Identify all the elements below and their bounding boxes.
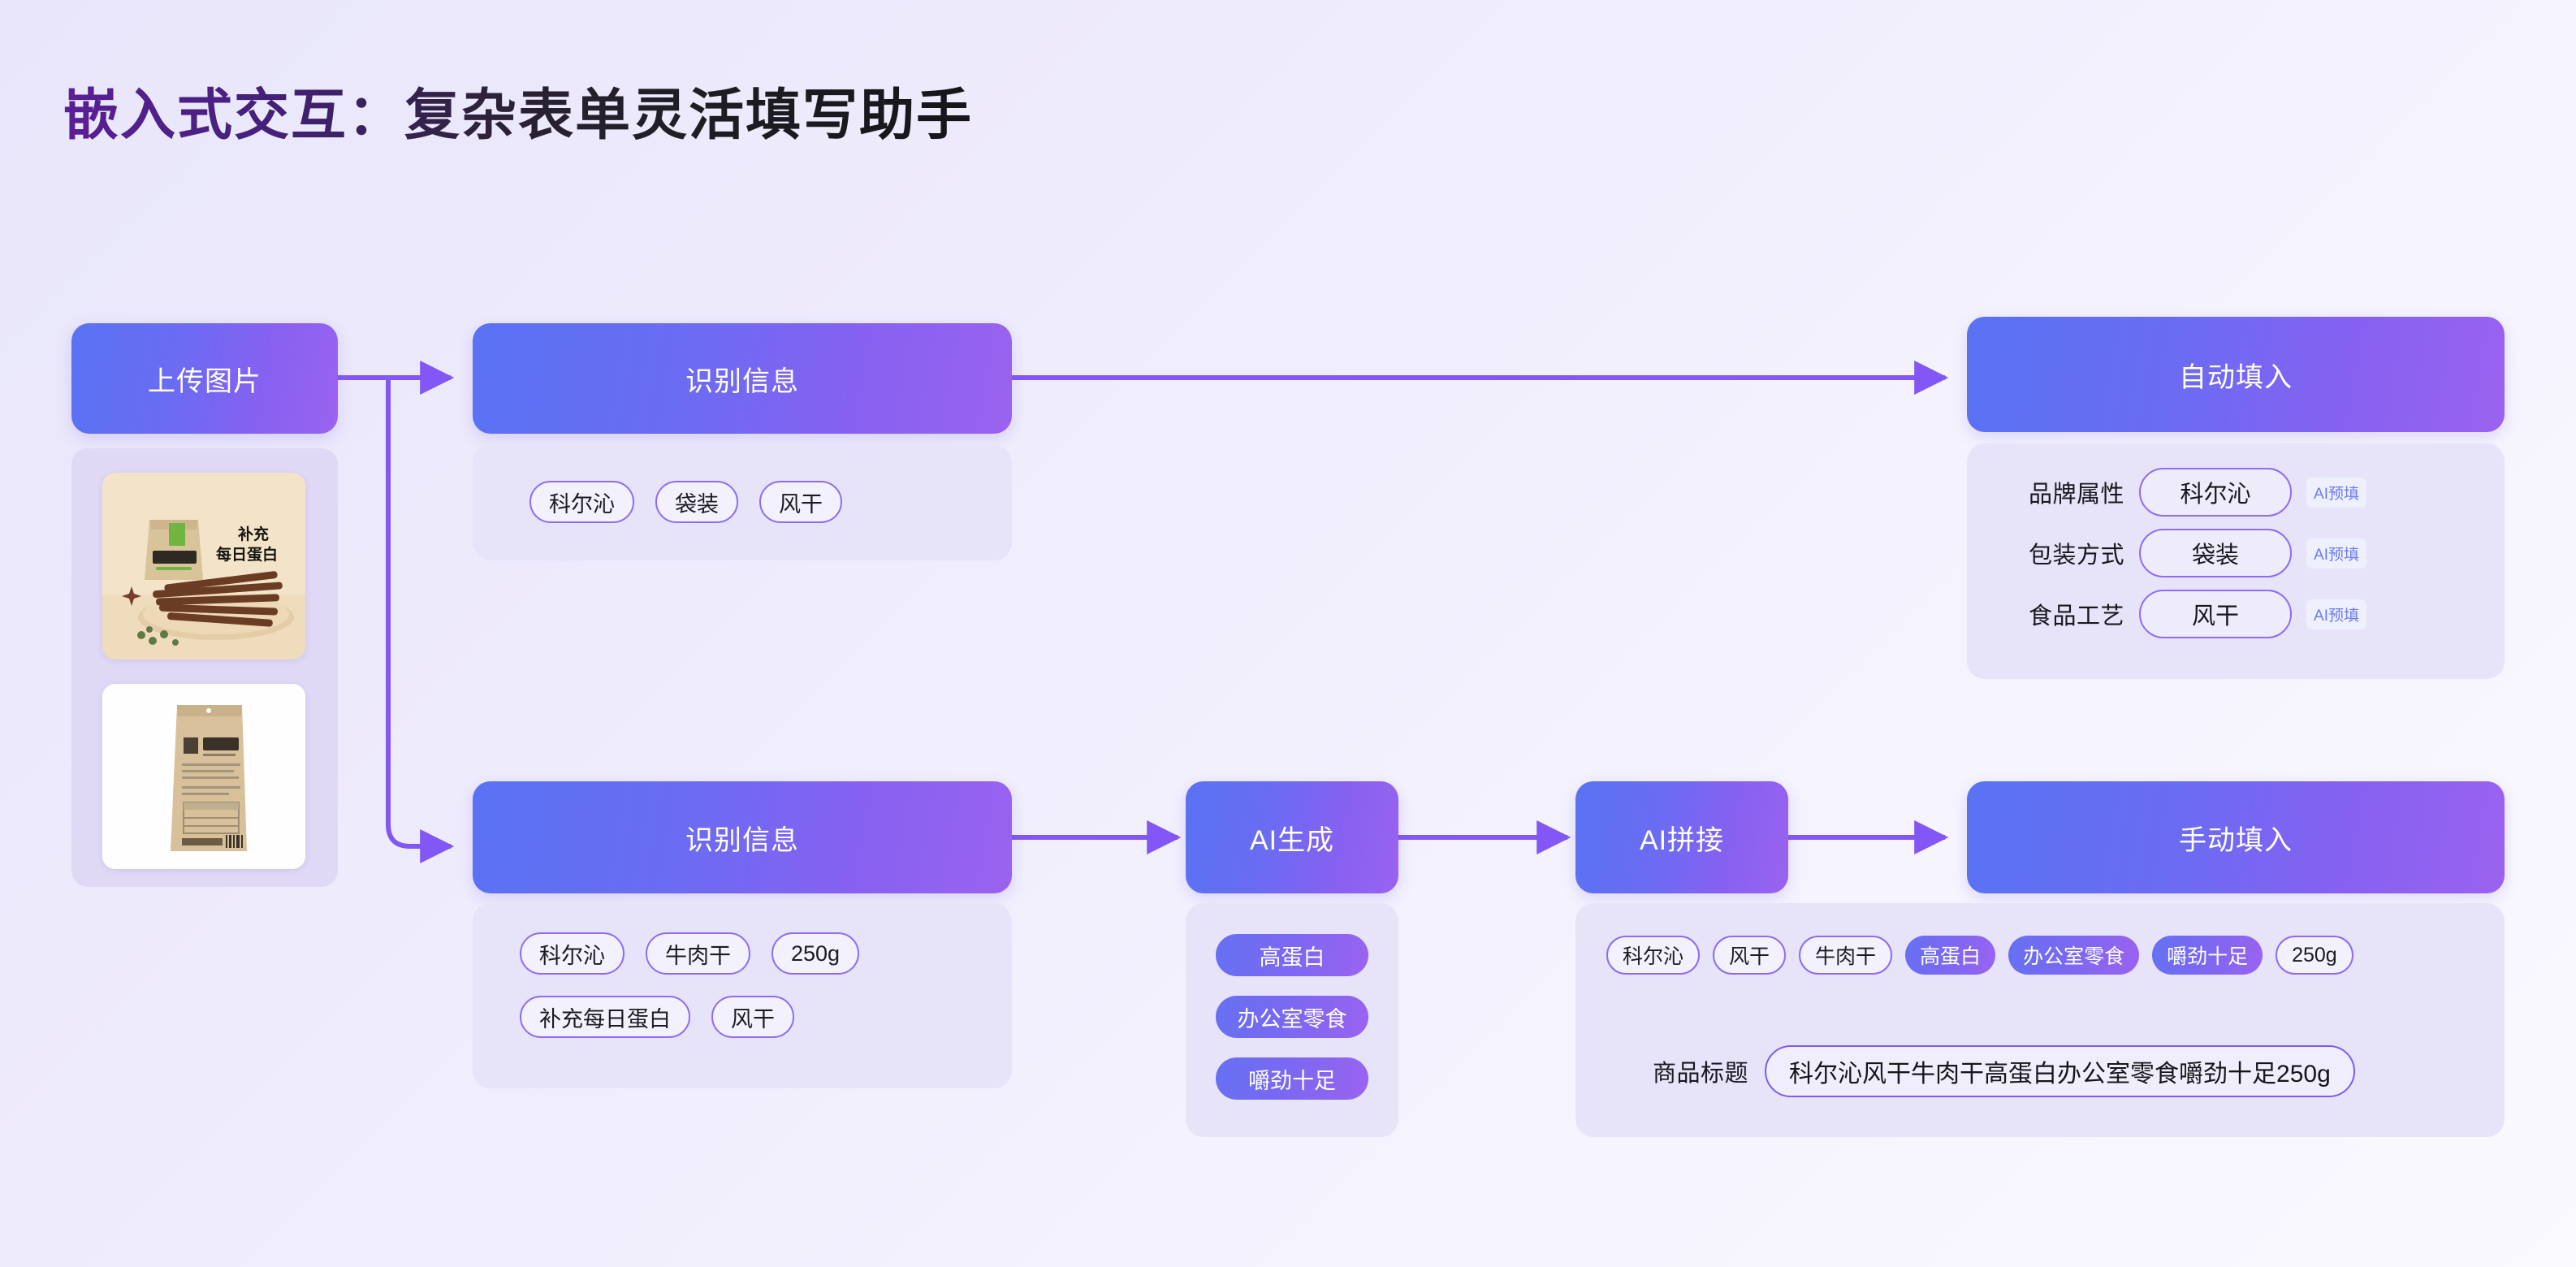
recognize-top-tag-list: 科尔沁袋装风干 [529, 481, 1001, 523]
form-value-process[interactable]: 风干 [2139, 590, 2293, 638]
tag-pill[interactable]: 风干 [711, 996, 794, 1038]
node-manual-fill[interactable]: 手动填入 [1967, 781, 2505, 893]
product-title-label: 商品标题 [1653, 1061, 1749, 1087]
tag-pill[interactable]: 250g [2276, 936, 2353, 975]
node-ai-generate[interactable]: AI生成 [1186, 781, 1398, 893]
tag-pill[interactable]: 办公室零食 [2008, 936, 2140, 975]
ai-prefill-badge-process: AI预填 [2306, 599, 2366, 629]
node-auto-fill[interactable]: 自动填入 [1967, 317, 2505, 432]
form-row-packaging: 包装方式 袋装 AI预填 [2029, 529, 2366, 577]
node-recognize-top[interactable]: 识别信息 [473, 323, 1012, 434]
tag-pill[interactable]: 高蛋白 [1905, 936, 1996, 975]
hero-caption-line2: 每日蛋白 [216, 545, 278, 564]
form-row-process: 食品工艺 风干 AI预填 [2029, 590, 2366, 638]
node-upload-image-label: 上传图片 [148, 365, 261, 397]
ai-prefill-badge-brand: AI预填 [2306, 477, 2366, 508]
tag-pill[interactable]: 科尔沁 [1606, 936, 1701, 975]
tag-pill[interactable]: 牛肉干 [1799, 936, 1893, 975]
tag-pill[interactable]: 牛肉干 [646, 932, 750, 975]
tag-pill[interactable]: 袋装 [655, 481, 738, 523]
tag-pill[interactable]: 高蛋白 [1216, 934, 1368, 976]
node-ai-generate-label: AI生成 [1249, 824, 1335, 856]
tag-pill[interactable]: 科尔沁 [520, 932, 625, 975]
ai-prefill-badge-packaging: AI预填 [2306, 538, 2366, 569]
tag-pill[interactable]: 办公室零食 [1216, 996, 1368, 1038]
node-recognize-bottom-label: 识别信息 [685, 824, 799, 856]
node-auto-fill-label: 自动填入 [2179, 361, 2293, 393]
manual-fill-tag-list: 科尔沁风干牛肉干高蛋白办公室零食嚼劲十足 250g [1606, 936, 2483, 975]
page-title: 嵌入式交互：复杂表单灵活填写助手 [63, 70, 973, 150]
product-title-input[interactable]: 科尔沁风干牛肉干高蛋白办公室零食嚼劲十足250g [1765, 1045, 2355, 1097]
product-hero-image[interactable]: 补充 每日蛋白 [102, 473, 305, 659]
node-recognize-top-label: 识别信息 [685, 365, 799, 397]
form-value-brand[interactable]: 科尔沁 [2139, 468, 2293, 517]
tag-pill[interactable]: 250g [772, 932, 860, 975]
node-ai-concat[interactable]: AI拼接 [1575, 781, 1788, 893]
ai-generate-tag-list: 高蛋白办公室零食嚼劲十足 [1186, 934, 1398, 1100]
tag-pill[interactable]: 科尔沁 [529, 481, 634, 523]
node-recognize-bottom[interactable]: 识别信息 [473, 781, 1012, 893]
product-package-back-image[interactable] [102, 684, 305, 869]
tag-pill[interactable]: 嚼劲十足 [1216, 1057, 1368, 1100]
form-row-brand: 品牌属性 科尔沁 AI预填 [2029, 468, 2366, 517]
form-value-packaging[interactable]: 袋装 [2139, 529, 2293, 577]
recognize-bottom-tag-list: 科尔沁牛肉干 250g 补充每日蛋白风干 [520, 932, 979, 1038]
node-upload-image[interactable]: 上传图片 [71, 323, 338, 434]
tag-pill[interactable]: 风干 [1713, 936, 1787, 975]
form-label-packaging: 包装方式 [2029, 543, 2125, 569]
hero-caption-line1: 补充 [238, 525, 269, 543]
tag-pill[interactable]: 风干 [759, 481, 842, 523]
tag-pill[interactable]: 嚼劲十足 [2152, 936, 2263, 975]
product-title-row: 商品标题 科尔沁风干牛肉干高蛋白办公室零食嚼劲十足250g [1653, 1045, 2355, 1097]
form-label-process: 食品工艺 [2029, 603, 2125, 629]
node-ai-concat-label: AI拼接 [1639, 824, 1725, 856]
form-label-brand: 品牌属性 [2029, 482, 2125, 508]
tag-pill[interactable]: 补充每日蛋白 [520, 996, 690, 1038]
upload-images-panel: 补充 每日蛋白 [71, 448, 338, 887]
node-manual-fill-label: 手动填入 [2179, 824, 2293, 856]
